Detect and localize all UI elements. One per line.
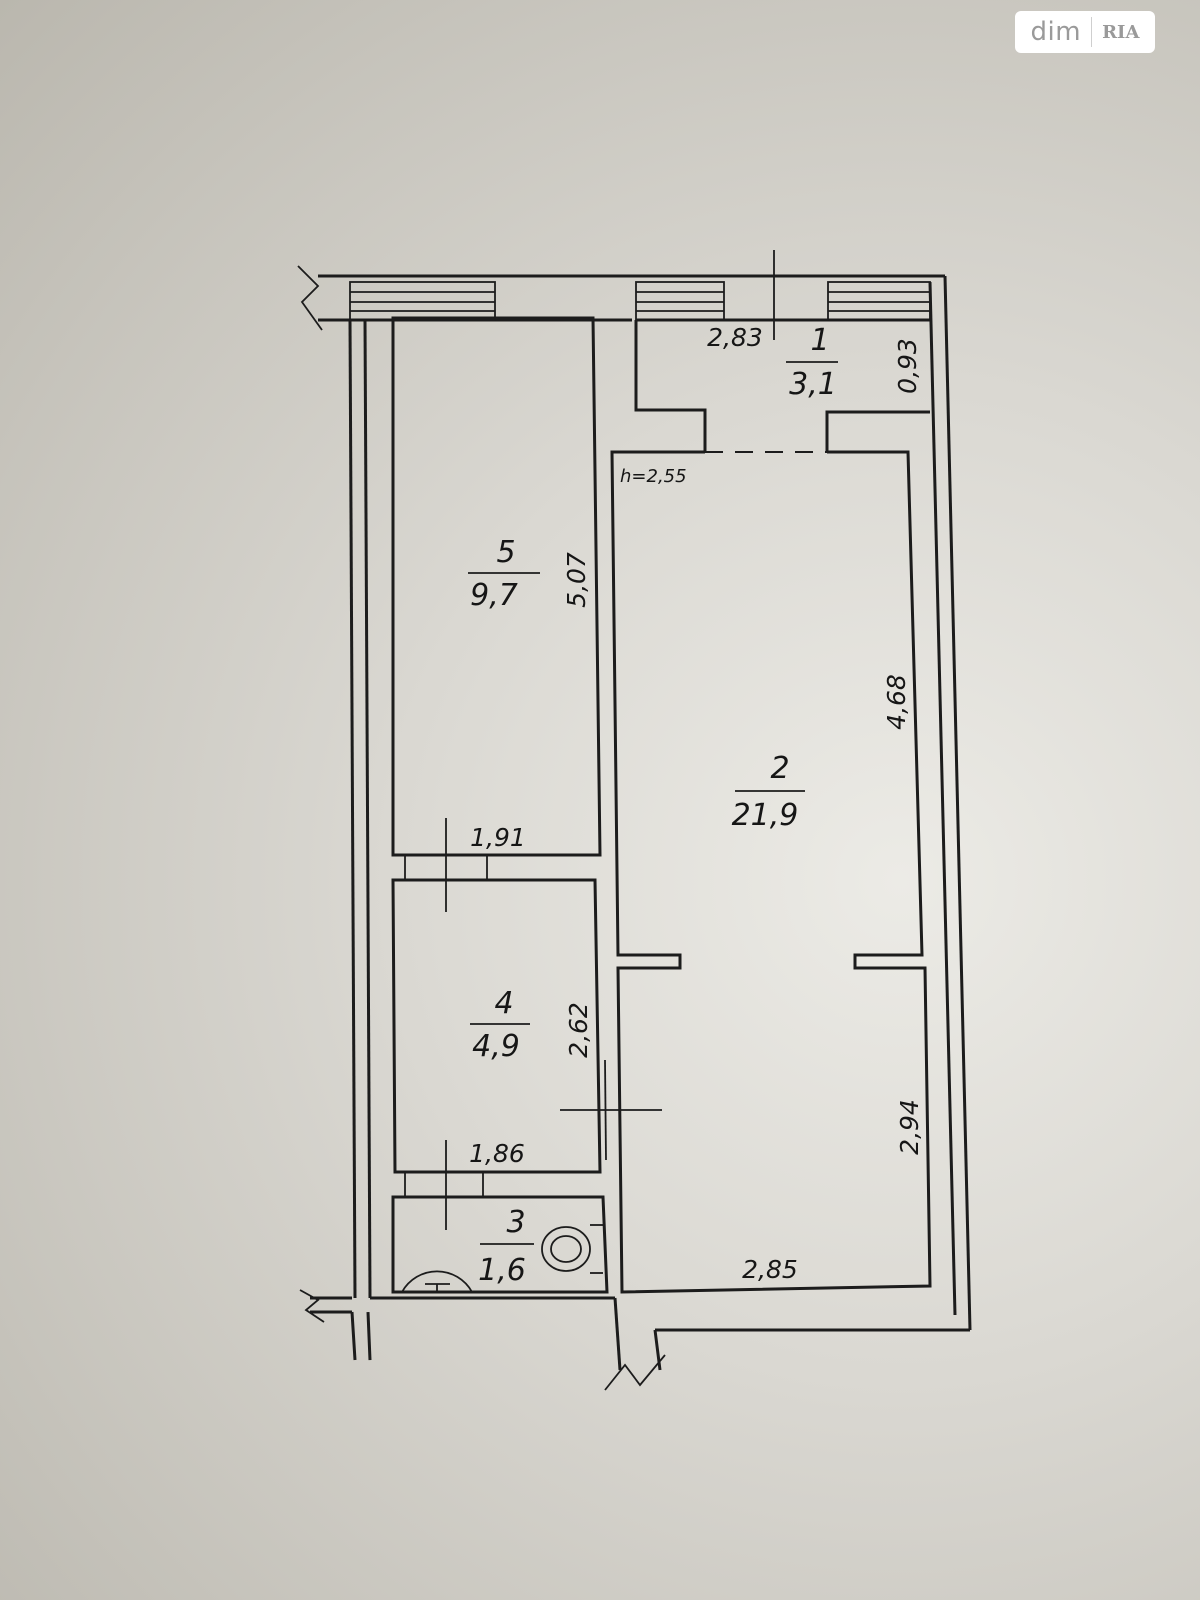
room-1-width-dimension: 2,83 [707, 323, 763, 352]
room-2-number: 2 [770, 751, 789, 786]
ria-logo: RIA [1102, 21, 1140, 43]
room-5-length-dimension: 5,07 [562, 552, 591, 608]
room-3-outline [391, 1195, 609, 1294]
dim-ria-watermark: dim RIA [1015, 11, 1155, 53]
watermark-separator [1091, 17, 1093, 47]
room-5-area: 9,7 [470, 578, 518, 613]
window-right-a [635, 281, 725, 321]
room-2-upper-length-dimension: 4,68 [882, 674, 911, 730]
outer-walls [310, 274, 972, 1371]
ceiling-height-note: h=2,55 [620, 466, 687, 487]
room-4-outline [391, 878, 602, 1174]
toilet-icon [541, 1224, 603, 1274]
room-2-balcony-door [560, 1059, 662, 1161]
room-4-width-dimension: 1,86 [469, 1139, 525, 1168]
room-4-number: 4 [494, 986, 513, 1021]
room-4-area: 4,9 [472, 1029, 520, 1064]
room-1-area: 3,1 [789, 367, 837, 402]
room-5-outline [391, 316, 602, 857]
shower-icon [401, 1270, 473, 1293]
room-1-number: 1 [810, 323, 829, 358]
room-1-outline [634, 320, 707, 452]
room-2-width-dimension: 2,85 [742, 1255, 798, 1284]
room-2-outline [610, 450, 932, 1294]
watermark-brand-text: dim [1030, 17, 1082, 47]
room-5-number: 5 [496, 535, 515, 570]
window-left [349, 281, 496, 321]
room-2-area: 21,9 [732, 798, 799, 833]
room-4-length-dimension: 2,62 [564, 1002, 593, 1058]
room-1-outline-right [825, 410, 930, 452]
door-3-4 [404, 1140, 484, 1230]
room-3-area: 1,6 [478, 1253, 526, 1288]
room-5-width-dimension: 1,91 [470, 823, 526, 852]
room-2-lower-length-dimension: 2,94 [895, 1099, 924, 1155]
door-4-5 [404, 818, 488, 912]
break-symbols [297, 265, 666, 1391]
room-1-depth-dimension: 0,93 [893, 338, 922, 394]
room-3-number: 3 [506, 1205, 525, 1240]
window-right-b [827, 281, 931, 321]
